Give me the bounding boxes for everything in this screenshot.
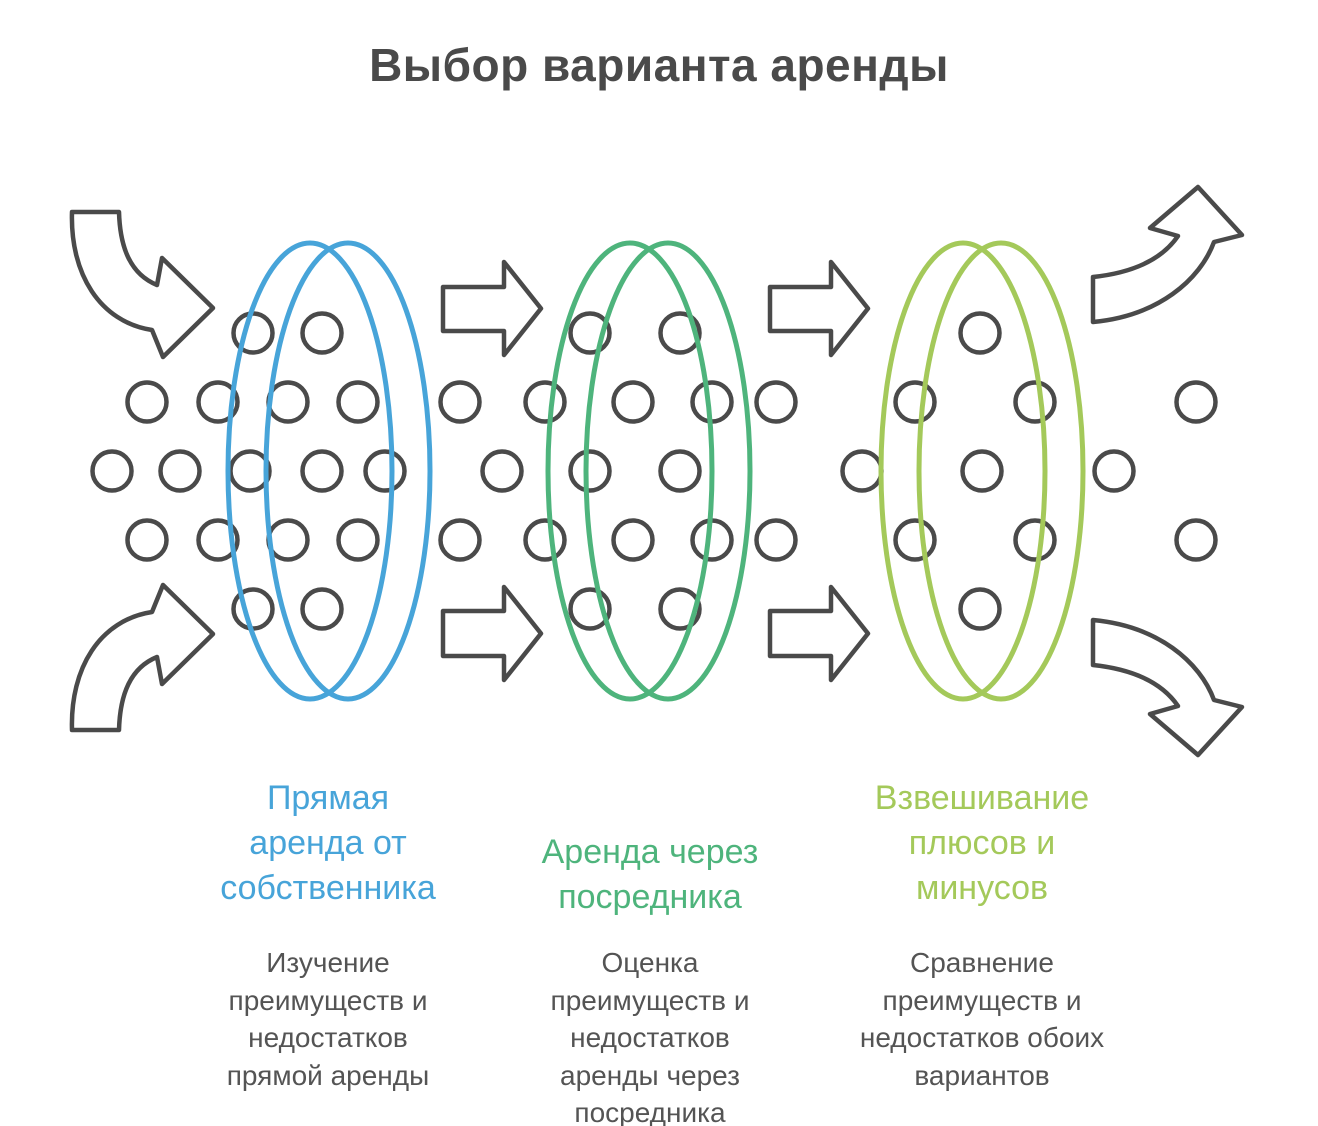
- dot-icon: [336, 380, 380, 424]
- dot-icon: [658, 587, 702, 631]
- dot-icon: [125, 380, 169, 424]
- dot-icon: [523, 380, 567, 424]
- dot-icon: [611, 518, 655, 562]
- dot-icon: [1092, 449, 1136, 493]
- dot-icon: [658, 311, 702, 355]
- dot-icon: [196, 518, 240, 562]
- dot-icon: [336, 518, 380, 562]
- step-arrow-2-top-icon: [767, 259, 871, 358]
- stage-description-weighing: Сравнение преимуществ и недостатков обои…: [859, 947, 1105, 1091]
- dot-icon: [960, 449, 1004, 493]
- dot-icon: [300, 587, 344, 631]
- dot-icon: [1013, 380, 1057, 424]
- stage-heading-agent-rental: Аренда через посредника: [541, 833, 759, 916]
- stage-description-direct-rental: Изучение преимуществ и недостатков прямо…: [226, 947, 430, 1091]
- step-arrow-2-bottom-icon: [767, 584, 871, 683]
- stage-description-agent-rental: Оценка преимуществ и недостатков аренды …: [550, 947, 750, 1126]
- dot-icon: [266, 380, 310, 424]
- dots-pattern: [90, 311, 1218, 631]
- outflow-arrow-top-icon: [1090, 184, 1245, 325]
- dot-icon: [266, 518, 310, 562]
- dot-icon: [480, 449, 524, 493]
- dot-icon: [523, 518, 567, 562]
- stage-heading-weighing: Взвешивание плюсов и минусов: [874, 779, 1090, 907]
- dot-icon: [754, 518, 798, 562]
- filter-lens-green-icon: [545, 240, 753, 702]
- flow-arrows: [69, 184, 1245, 758]
- stage-heading-direct-rental: Прямая аренда от собственника: [220, 779, 436, 907]
- filter-lens-lime-icon: [878, 240, 1086, 702]
- dot-icon: [158, 449, 202, 493]
- step-arrow-1-bottom-icon: [440, 584, 544, 683]
- dot-icon: [754, 380, 798, 424]
- dot-icon: [1013, 518, 1057, 562]
- step-arrow-1-top-icon: [440, 259, 544, 358]
- dot-icon: [958, 587, 1002, 631]
- dot-icon: [196, 380, 240, 424]
- outflow-arrow-bottom-icon: [1090, 617, 1245, 758]
- dot-icon: [300, 311, 344, 355]
- dot-icon: [568, 449, 612, 493]
- dot-icon: [438, 380, 482, 424]
- dot-icon: [893, 518, 937, 562]
- dot-icon: [90, 449, 134, 493]
- inflow-arrow-top-icon: [69, 209, 216, 360]
- filter-lens-blue-icon: [225, 240, 433, 702]
- dot-icon: [958, 311, 1002, 355]
- dot-icon: [438, 518, 482, 562]
- dot-icon: [1174, 518, 1218, 562]
- dot-icon: [363, 449, 407, 493]
- dot-icon: [125, 518, 169, 562]
- dot-icon: [840, 449, 884, 493]
- inflow-arrow-bottom-icon: [69, 582, 216, 733]
- dot-icon: [611, 380, 655, 424]
- dot-icon: [1174, 380, 1218, 424]
- page-title: Выбор варианта аренды: [369, 39, 949, 91]
- dot-icon: [893, 380, 937, 424]
- dot-icon: [300, 449, 344, 493]
- dot-icon: [658, 449, 702, 493]
